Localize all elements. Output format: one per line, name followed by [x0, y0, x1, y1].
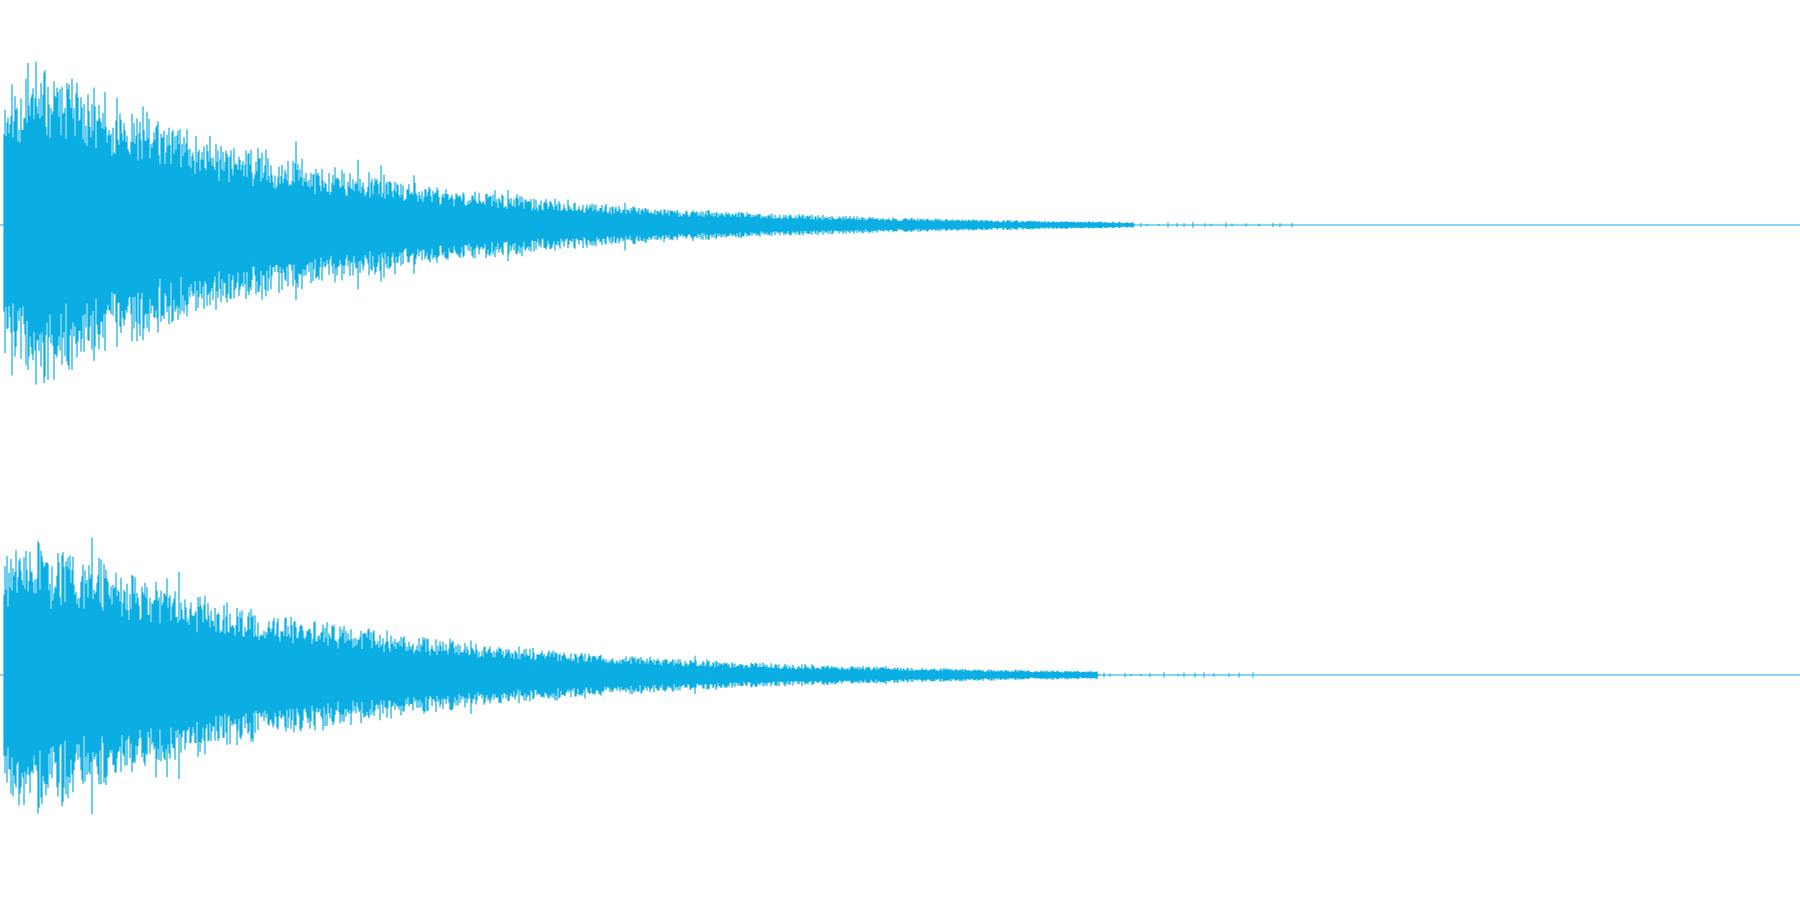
waveform-channel-2 — [0, 537, 1800, 815]
waveform-tail — [1097, 672, 1254, 678]
waveform-channel-1 — [0, 61, 1800, 385]
waveform-signal — [3, 61, 1134, 385]
waveform-tail — [1133, 222, 1293, 228]
waveform-signal — [3, 537, 1098, 815]
